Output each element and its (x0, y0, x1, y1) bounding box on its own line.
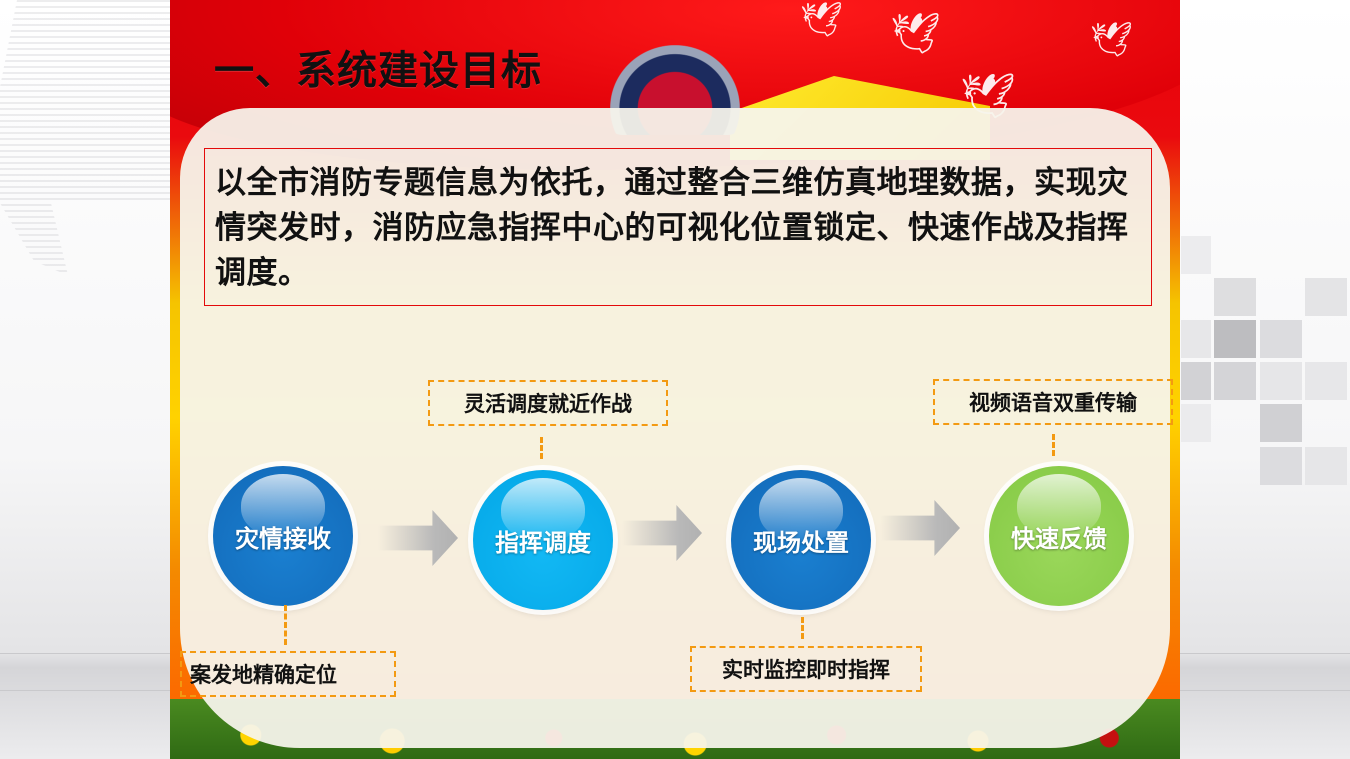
floor-line (1180, 690, 1350, 691)
callout-connector (801, 617, 804, 639)
goal-statement-box: 以全市消防专题信息为依托，通过整合三维仿真地理数据，实现灾情突发时，消防应急指挥… (204, 148, 1152, 306)
dove-icon: 🕊 (890, 11, 941, 57)
flow-node-label: 现场处置 (753, 528, 849, 557)
callout-flexible-dispatch: 灵活调度就近作战 (428, 380, 668, 426)
flow-node-command-dispatch: 指挥调度 (473, 470, 613, 610)
callout-label: 视频语音双重传输 (969, 391, 1137, 415)
floor-line (0, 690, 170, 691)
callout-video-voice-transmission: 视频语音双重传输 (933, 379, 1173, 425)
content-panel (180, 108, 1170, 748)
goal-statement-text: 以全市消防专题信息为依托，通过整合三维仿真地理数据，实现灾情突发时，消防应急指挥… (215, 165, 1129, 291)
callout-connector (284, 605, 287, 645)
callout-label: 案发地精确定位 (190, 663, 337, 687)
dove-icon: 🕊 (1090, 20, 1134, 60)
flow-node-rapid-feedback: 快速反馈 (989, 466, 1129, 606)
callout-realtime-monitoring: 实时监控即时指挥 (690, 646, 922, 692)
world-map-decoration (0, 0, 170, 276)
floor-line (1180, 653, 1350, 654)
floor-line (0, 653, 170, 654)
dove-icon: 🕊 (800, 0, 844, 40)
flow-node-label: 指挥调度 (495, 528, 591, 557)
callout-label: 灵活调度就近作战 (464, 392, 632, 416)
callout-connector (1052, 434, 1055, 456)
callout-connector (540, 437, 543, 459)
callout-precise-location: 案发地精确定位 (180, 651, 396, 697)
page-title: 一、系统建设目标 (214, 48, 542, 94)
flow-node-disaster-reception: 灾情接收 (213, 466, 353, 606)
flow-node-label: 快速反馈 (1011, 524, 1107, 553)
flow-node-onsite-handling: 现场处置 (731, 470, 871, 610)
flow-node-label: 灾情接收 (235, 524, 331, 553)
callout-label: 实时监控即时指挥 (722, 658, 890, 682)
